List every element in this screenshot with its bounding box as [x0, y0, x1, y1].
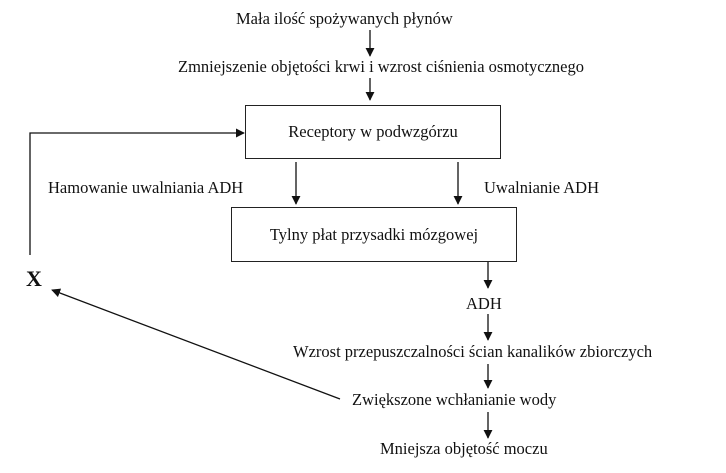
label-release-adh: Uwalnianie ADH — [484, 178, 600, 197]
node-water-absorption: Zwiększone wchłanianie wody — [352, 390, 557, 409]
box-hypothalamus-receptors: Receptory w podwzgórzu — [245, 105, 501, 159]
node-less-urine: Mniejsza objętość moczu — [380, 439, 548, 458]
box-posterior-pituitary: Tylny płat przysadki mózgowej — [231, 207, 517, 262]
node-blood-volume-osmotic: Zmniejszenie objętości krwi i wzrost ciś… — [178, 57, 584, 76]
box-posterior-pituitary-label: Tylny płat przysadki mózgowej — [269, 224, 479, 244]
node-permeability: Wzrost przepuszczalności ścian kanalików… — [293, 342, 653, 361]
node-adh: ADH — [466, 294, 502, 313]
node-low-fluid-intake: Mała ilość spożywanych płynów — [236, 9, 453, 28]
box-hypothalamus-receptors-label: Receptory w podwzgórzu — [288, 122, 458, 141]
arrow-x-to-receptors — [29, 128, 245, 255]
label-inhibit-adh: Hamowanie uwalniania ADH — [48, 178, 244, 197]
x-marker: X — [26, 266, 42, 291]
arrow-absorption-to-x — [51, 288, 341, 400]
